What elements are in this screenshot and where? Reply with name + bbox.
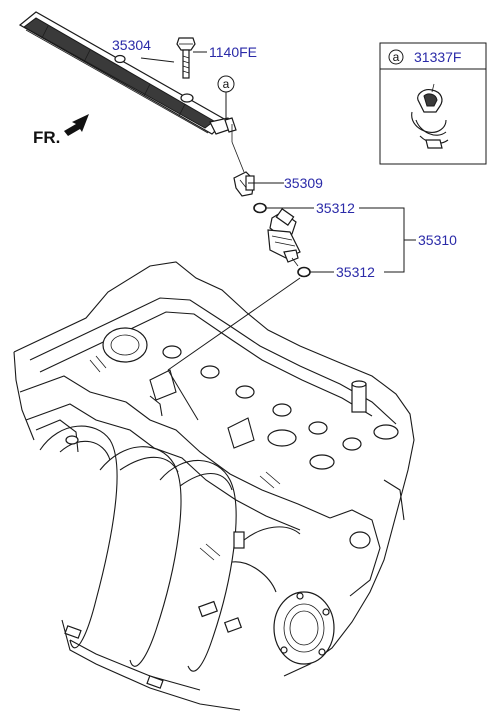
circle-ref-a[interactable]: a: [217, 75, 235, 120]
inset-circle-ref-label: a: [393, 50, 400, 64]
fuel-injector[interactable]: [267, 208, 301, 267]
label-o-ring-lower[interactable]: 35312: [336, 264, 375, 280]
label-o-ring-upper[interactable]: 35312: [316, 200, 355, 216]
o-ring-upper[interactable]: [253, 202, 267, 214]
label-fuel-rail[interactable]: 35304: [112, 37, 151, 53]
inset-panel: a 31337F: [379, 42, 487, 165]
front-arrow-icon: [64, 114, 89, 136]
front-direction-indicator: FR.: [33, 114, 89, 147]
inset-part-number[interactable]: 31337F: [414, 49, 461, 65]
circle-ref-a-label: a: [223, 77, 230, 91]
fuel-rail[interactable]: [18, 11, 237, 142]
engine-assembly: [13, 261, 415, 711]
label-bolt[interactable]: 1140FE: [209, 44, 257, 60]
label-fuel-pipe-clip[interactable]: 35309: [284, 175, 323, 191]
label-injector[interactable]: 35310: [418, 232, 457, 248]
bolt-part[interactable]: [176, 37, 196, 79]
inset-clip-drawing: [411, 83, 449, 149]
o-ring-lower[interactable]: [297, 266, 311, 278]
front-label: FR.: [33, 128, 60, 147]
fuel-pipe-clip[interactable]: [231, 141, 255, 197]
leader-lines: [140, 51, 416, 421]
